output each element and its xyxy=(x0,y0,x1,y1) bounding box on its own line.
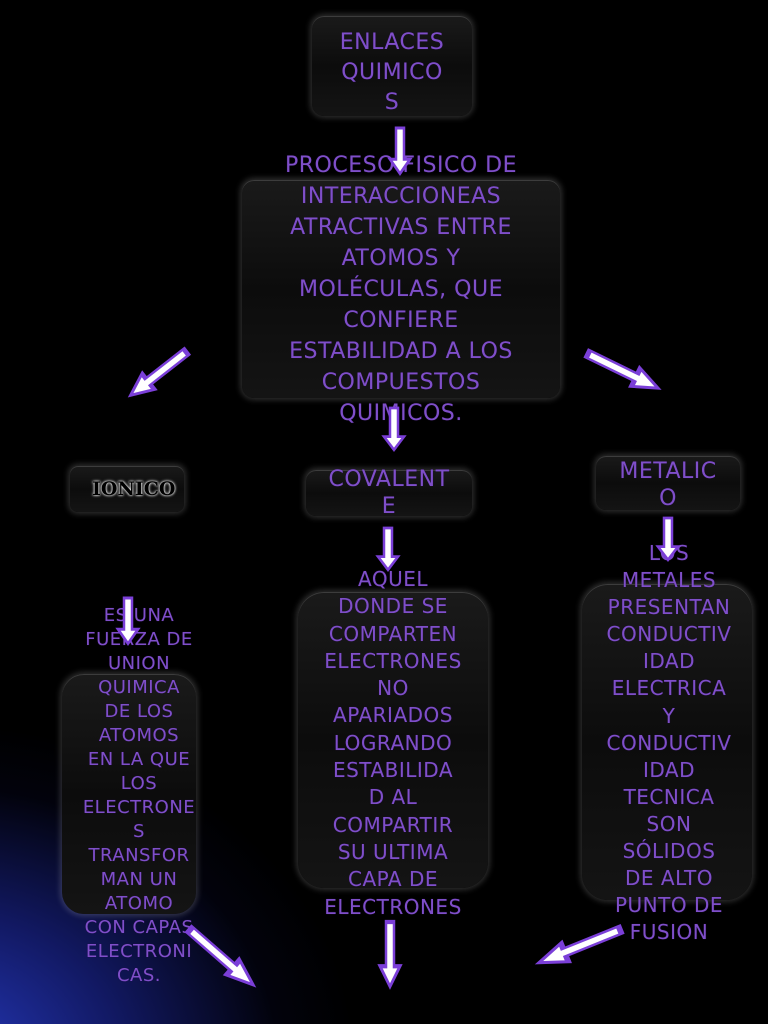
covalente-box xyxy=(306,470,472,516)
text-line: AQUEL xyxy=(358,567,428,591)
text-line: SON xyxy=(646,811,692,836)
text-line: PROCESO FISICO DE xyxy=(284,153,517,178)
text-line: E xyxy=(381,494,397,519)
text-line: D AL xyxy=(368,785,418,810)
text-line: COMPARTEN xyxy=(328,621,458,646)
text-line: QUIMICOS. xyxy=(339,401,463,426)
text-line: DONDE SE xyxy=(338,594,448,619)
text-line: SU ULTIMA xyxy=(337,839,449,864)
text-line: NO xyxy=(377,676,409,701)
text-line: ELECTRICA xyxy=(611,676,727,701)
text-line: FUERZA DE xyxy=(85,629,193,650)
text-line: QUIMICO xyxy=(341,60,443,85)
definition-text: PROCESO FISICO DE INTERACCIONEAS ATRACTIVA… xyxy=(250,150,552,429)
text-line: ATOMOS Y xyxy=(341,246,461,271)
text-line: MOLÉCULAS, QUE xyxy=(298,277,503,302)
text-line: ESTABILIDA xyxy=(332,758,454,783)
title-text: ENLACES QUIMICO S xyxy=(316,28,468,118)
text-line: COMPUESTOS xyxy=(321,370,481,395)
text-line: O xyxy=(659,486,677,511)
text-line: IDAD xyxy=(642,649,696,674)
ionico-desc-box xyxy=(62,674,196,914)
text-line: DE LOS xyxy=(104,701,174,722)
text-line: IDAD xyxy=(642,757,696,782)
metalico-box xyxy=(596,456,740,510)
text-line: PUNTO DE xyxy=(614,893,723,918)
text-line: ATOMOS xyxy=(98,725,180,746)
ionico-box xyxy=(70,466,184,512)
text-line: CONDUCTIV xyxy=(606,730,732,755)
text-line: ELECTRONES xyxy=(324,648,462,673)
text-line: QUIMICA xyxy=(98,677,180,698)
text-line: ELECTRONES xyxy=(324,894,462,919)
text-line: CON CAPAS xyxy=(84,917,194,938)
text-line: TRANSFOR xyxy=(88,845,190,866)
text-line: DE ALTO xyxy=(625,866,713,891)
text-line: PRESENTAN xyxy=(607,595,731,620)
text-line: INTERACCIONEAS xyxy=(300,184,502,209)
text-line: COMPARTIR xyxy=(332,812,454,837)
text-line: EN LA QUE xyxy=(87,749,191,770)
title-box xyxy=(312,16,472,116)
ionico-label: IONICO xyxy=(92,478,176,500)
text-line: S xyxy=(133,821,145,842)
metalico-desc-box xyxy=(582,584,752,900)
text-line: ELECTRONI xyxy=(85,941,193,962)
text-line: ENLACES xyxy=(339,30,445,55)
text-line: ELECTRONE xyxy=(82,797,196,818)
text-line: FUSION xyxy=(629,920,709,945)
text-line: S xyxy=(384,90,400,115)
text-line: METALES xyxy=(621,568,717,593)
text-line: LOGRANDO xyxy=(333,730,453,755)
text-line: ATOMO xyxy=(104,893,174,914)
text-line: Y xyxy=(662,703,676,728)
covalente-desc-box xyxy=(298,592,488,888)
text-line: LOS xyxy=(648,541,690,565)
text-line: CAPA DE xyxy=(347,867,438,892)
text-line: SÓLIDOS xyxy=(622,839,716,864)
text-line: UNION xyxy=(107,653,171,674)
text-line: LOS xyxy=(120,773,158,794)
text-line: METALIC xyxy=(619,459,717,484)
text-line: ATRACTIVAS ENTRE xyxy=(290,215,512,240)
text-line: APARIADOS xyxy=(333,703,453,728)
definition-box xyxy=(242,180,560,398)
text-line: CONDUCTIV xyxy=(606,622,732,647)
text-line: CONFIERE xyxy=(343,308,459,333)
text-line: TECNICA xyxy=(623,784,715,809)
text-line: CAS. xyxy=(116,965,162,986)
text-line: MAN UN xyxy=(100,869,178,890)
text-line: COVALENT xyxy=(328,467,450,492)
text-line: ESTABILIDAD A LOS xyxy=(289,339,513,364)
text-line: ES UNA xyxy=(103,605,175,626)
